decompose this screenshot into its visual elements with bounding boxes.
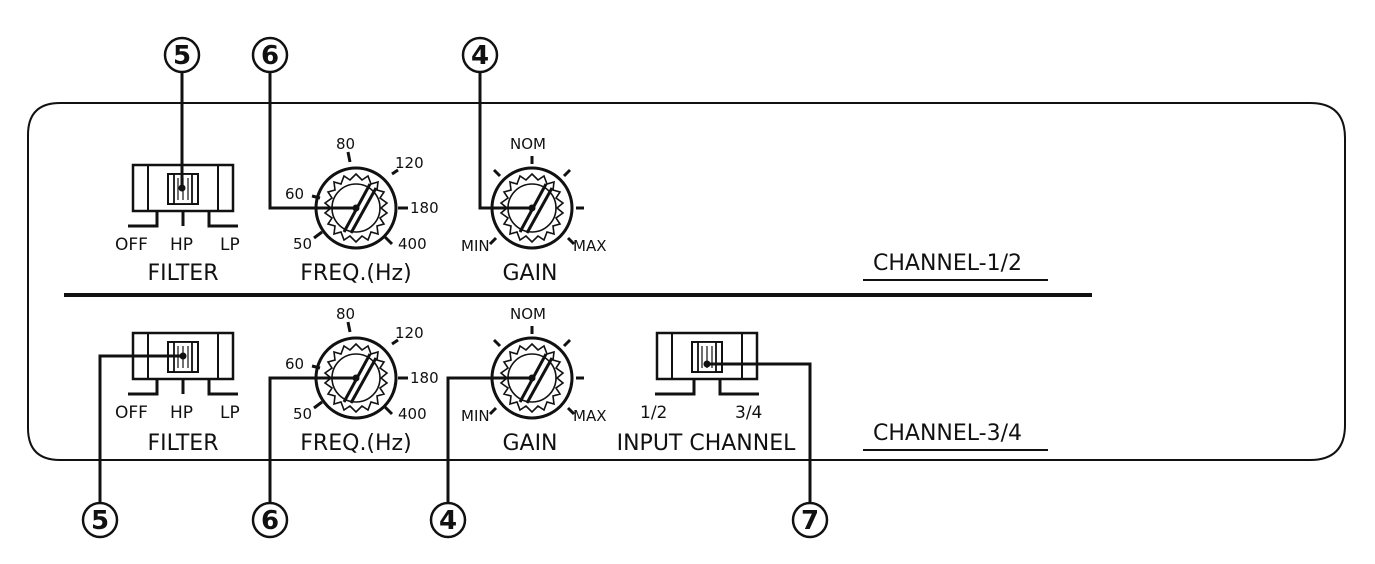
svg-text:5: 5 [173,41,191,71]
callout-7-bottom: 7 [703,360,829,539]
freq-tick-80-1-2: 80 [336,135,355,153]
gain-tick-nom-3-4: NOM [510,305,546,323]
gain-title-1-2: GAIN [502,261,557,286]
filter-pos-hp-3-4: HP [170,403,193,423]
svg-text:6: 6 [261,41,279,71]
filter-title-1-2: FILTER [148,261,219,286]
filter-pos-lp-3-4: LP [220,403,240,423]
callout-6-top: 6 [251,36,360,212]
input-pos-3-4: 3/4 [735,403,762,423]
gain-tick-min-3-4: MIN [461,407,490,425]
gain-tick-max-1-2: MAX [573,237,606,255]
svg-text:7: 7 [801,506,819,536]
callout-5-bottom: 5 [81,352,187,539]
gain-tick-min-1-2: MIN [461,237,490,255]
svg-text:4: 4 [471,41,489,71]
channel-3-4: OFF HP LP FILTER 50 60 80 120 180 400 FR… [81,305,1048,539]
svg-text:5: 5 [91,506,109,536]
callout-4-top: 4 [461,36,536,212]
callout-4-bottom: 4 [429,374,536,539]
input-channel-title: INPUT CHANNEL [617,431,797,456]
gain-tick-max-3-4: MAX [573,407,606,425]
freq-tick-50-3-4: 50 [293,405,312,423]
freq-title-3-4: FREQ.(Hz) [300,431,411,456]
freq-ticks-1-2 [311,151,408,246]
channel-name-1-2: CHANNEL-1/2 [873,251,1022,276]
svg-text:6: 6 [261,506,279,536]
freq-tick-180-1-2: 180 [410,199,439,217]
gain-title-3-4: GAIN [502,431,557,456]
svg-text:4: 4 [439,506,457,536]
freq-ticks-3-4 [311,321,408,416]
freq-tick-80-3-4: 80 [336,305,355,323]
callout-5-top: 5 [163,36,201,192]
freq-tick-50-1-2: 50 [293,235,312,253]
freq-tick-120-1-2: 120 [395,154,424,172]
freq-tick-400-1-2: 400 [398,235,427,253]
channel-name-3-4: CHANNEL-3/4 [873,421,1022,446]
filter-title-3-4: FILTER [148,431,219,456]
input-pos-1-2: 1/2 [640,403,667,423]
freq-tick-400-3-4: 400 [398,405,427,423]
gain-ticks-1-2 [488,156,584,246]
filter-pos-off-3-4: OFF [115,403,148,423]
channel-1-2: OFF HP LP FILTER 50 60 80 120 180 400 FR… [115,36,1048,286]
filter-switch-3-4[interactable] [128,331,238,396]
filter-pos-hp-1-2: HP [170,235,193,255]
freq-tick-60-3-4: 60 [285,355,304,373]
panel-frame [27,102,1346,461]
freq-tick-60-1-2: 60 [285,185,304,203]
freq-tick-120-3-4: 120 [395,324,424,342]
callout-6-bottom: 6 [251,374,360,539]
freq-title-1-2: FREQ.(Hz) [300,261,411,286]
gain-ticks-3-4 [488,326,584,416]
freq-tick-180-3-4: 180 [410,369,439,387]
gain-tick-nom-1-2: NOM [510,135,546,153]
filter-pos-off-1-2: OFF [115,235,148,255]
filter-pos-lp-1-2: LP [220,235,240,255]
